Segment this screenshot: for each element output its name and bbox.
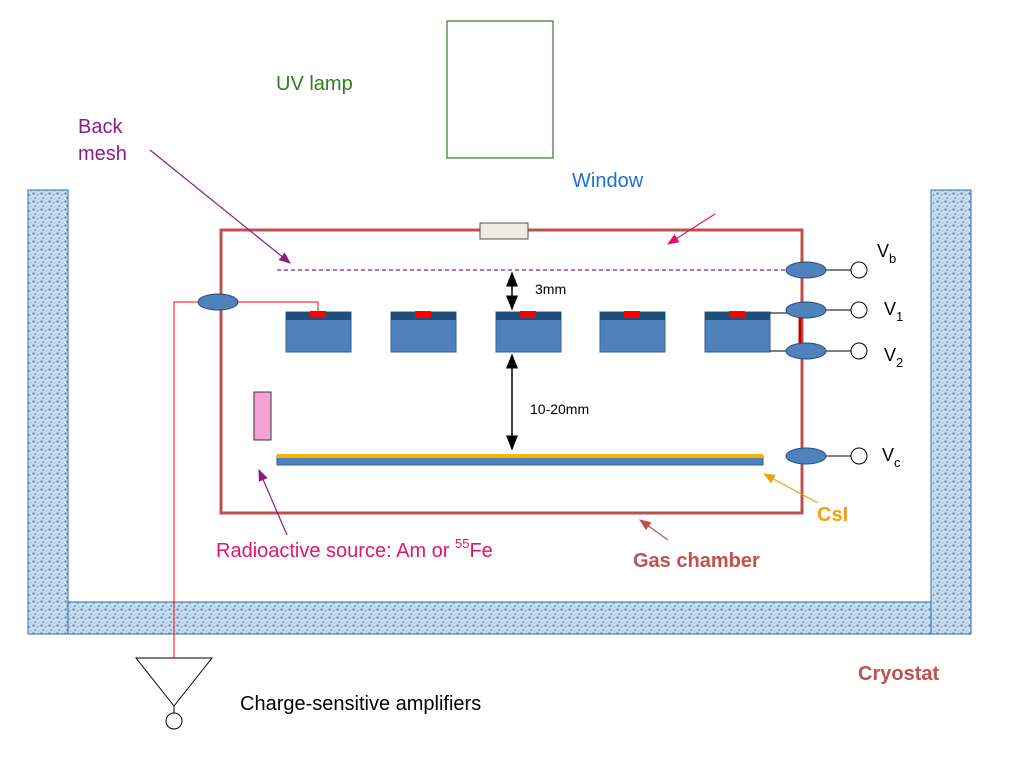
uv-lamp — [446, 20, 554, 159]
radioactive-source — [253, 391, 272, 441]
pad — [285, 311, 352, 353]
feedthrough-v1 — [785, 301, 827, 319]
v1-label: V1 — [884, 299, 903, 324]
csi-label: CsI — [817, 504, 848, 526]
pad — [495, 311, 562, 353]
gap-large-label: 10-20mm — [530, 401, 589, 417]
v2-label: V2 — [884, 345, 903, 370]
pad — [599, 311, 666, 353]
window-arrow — [666, 213, 716, 245]
pad — [390, 311, 457, 353]
source-arrow — [258, 468, 288, 536]
gas-chamber-arrow — [639, 519, 669, 541]
gap-small-label: 3mm — [535, 281, 566, 297]
radioactive-source-label: Radioactive source: Am or 55Fe — [216, 536, 493, 562]
pad — [704, 311, 771, 353]
cryostat-label: Cryostat — [858, 663, 939, 685]
amplifiers-label: Charge-sensitive amplifiers — [240, 693, 481, 715]
cryostat — [27, 189, 972, 635]
csi-photocathode — [276, 454, 764, 466]
pad-array — [285, 311, 771, 353]
feedthrough-v2 — [785, 342, 827, 360]
chamber-window — [479, 222, 529, 240]
feedthrough-vc — [785, 447, 827, 465]
back-mesh-label-line1: Back — [78, 116, 123, 138]
feedthrough-vb — [785, 261, 827, 279]
gas-chamber-label: Gas chamber — [633, 550, 760, 572]
amplifier-symbol — [134, 657, 214, 730]
csi-arrow — [762, 473, 819, 504]
signal-wire — [238, 301, 319, 311]
vb-label: Vb — [877, 241, 896, 266]
back-mesh-label-line2: mesh — [78, 143, 127, 165]
vc-label: Vc — [882, 445, 901, 470]
uv-lamp-label: UV lamp — [276, 73, 353, 95]
feedthrough-left — [197, 293, 239, 311]
voltage-terminals — [826, 261, 868, 465]
signal-wire-out — [173, 301, 198, 658]
window-label: Window — [572, 170, 644, 192]
back-mesh-arrow — [149, 149, 291, 264]
